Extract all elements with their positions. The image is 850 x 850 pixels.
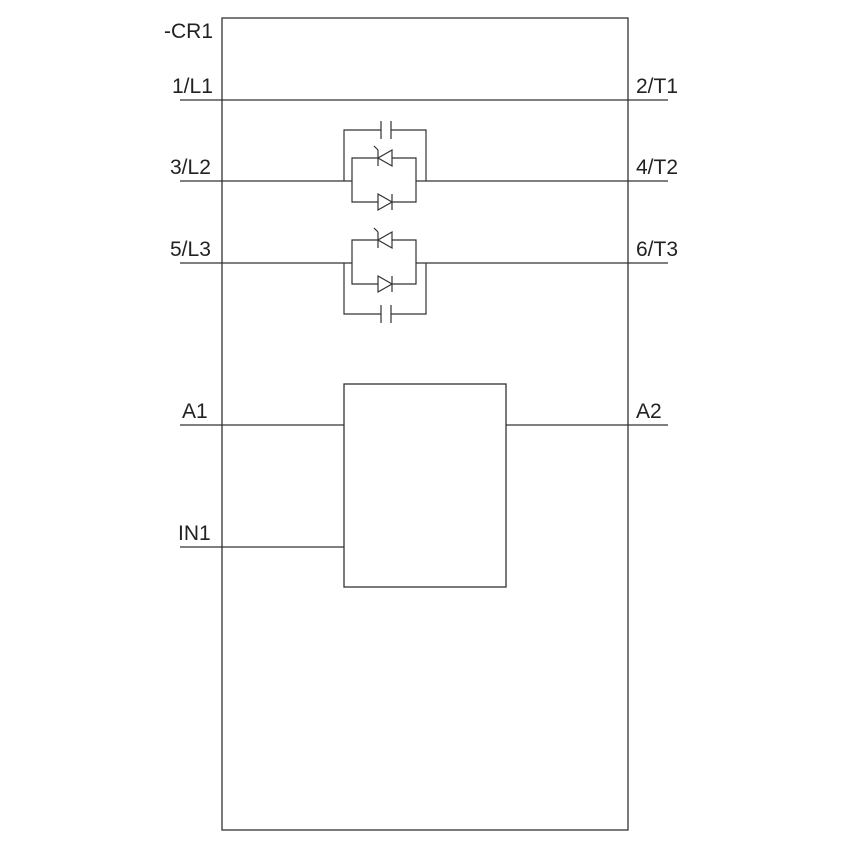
terminal-label-3-l2: 3/L2 <box>170 156 211 179</box>
terminal-label-a2: A2 <box>636 400 662 423</box>
bypass-contact-icon <box>380 121 392 139</box>
thyristor-icon <box>373 145 395 168</box>
terminal-label-4-t2: 4/T2 <box>636 156 678 179</box>
terminal-label-5-l3: 5/L3 <box>170 238 211 261</box>
terminal-label-a1: A1 <box>182 400 208 423</box>
phase-3-semiconductor-switch <box>343 227 427 323</box>
terminal-label-2-t1: 2/T1 <box>636 75 678 98</box>
terminal-label-in1: IN1 <box>178 522 211 545</box>
thyristor-icon <box>373 227 395 250</box>
phase-2-semiconductor-switch <box>343 121 427 212</box>
control-unit-box <box>343 383 507 588</box>
diode-icon <box>373 192 395 212</box>
terminal-label-1-l1: 1/L1 <box>172 75 213 98</box>
bypass-contact-icon <box>380 305 392 323</box>
terminal-label-6-t3: 6/T3 <box>636 238 678 261</box>
device-tag-label: -CR1 <box>164 20 213 43</box>
diode-icon <box>373 274 395 294</box>
